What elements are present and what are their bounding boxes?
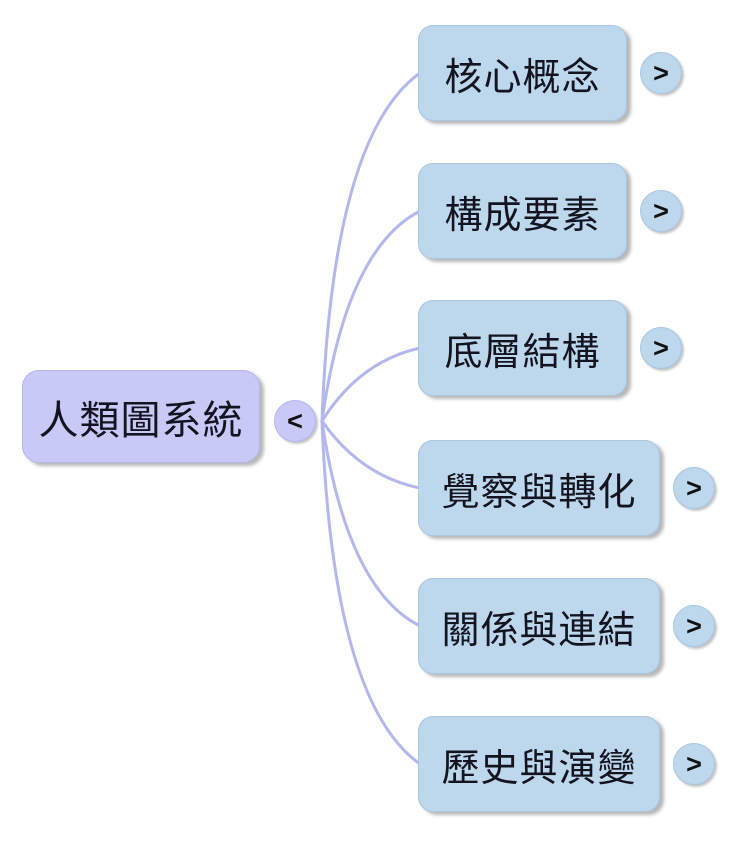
child-node[interactable]: 構成要素 [418,163,627,259]
expand-button[interactable]: > [640,190,682,232]
child-node-label: 構成要素 [444,194,601,237]
child-node[interactable]: 覺察與轉化 [418,440,660,536]
child-node-label: 覺察與轉化 [441,471,637,514]
connector-path [320,71,422,423]
child-node[interactable]: 底層結構 [418,300,627,396]
connector-path [320,419,422,628]
collapse-button[interactable]: < [274,400,316,442]
root-node[interactable]: 人類圖系統 [22,370,260,463]
expand-button[interactable]: > [673,467,715,509]
child-node[interactable]: 歷史與演變 [418,716,660,812]
child-node[interactable]: 核心概念 [418,25,627,121]
expand-button[interactable]: > [640,52,682,94]
root-node-label: 人類圖系統 [38,397,244,443]
expand-button[interactable]: > [640,327,682,369]
child-node[interactable]: 關係與連結 [418,578,660,674]
child-node-label: 歷史與演變 [441,747,637,790]
expand-button[interactable]: > [673,605,715,647]
child-node-label: 核心概念 [444,56,601,99]
connector-path [320,209,422,423]
expand-button[interactable]: > [673,743,715,785]
connector-path [320,419,422,490]
child-node-label: 關係與連結 [441,609,637,652]
connector-path [320,346,422,423]
connector-path [320,419,422,766]
child-node-label: 底層結構 [444,331,601,374]
